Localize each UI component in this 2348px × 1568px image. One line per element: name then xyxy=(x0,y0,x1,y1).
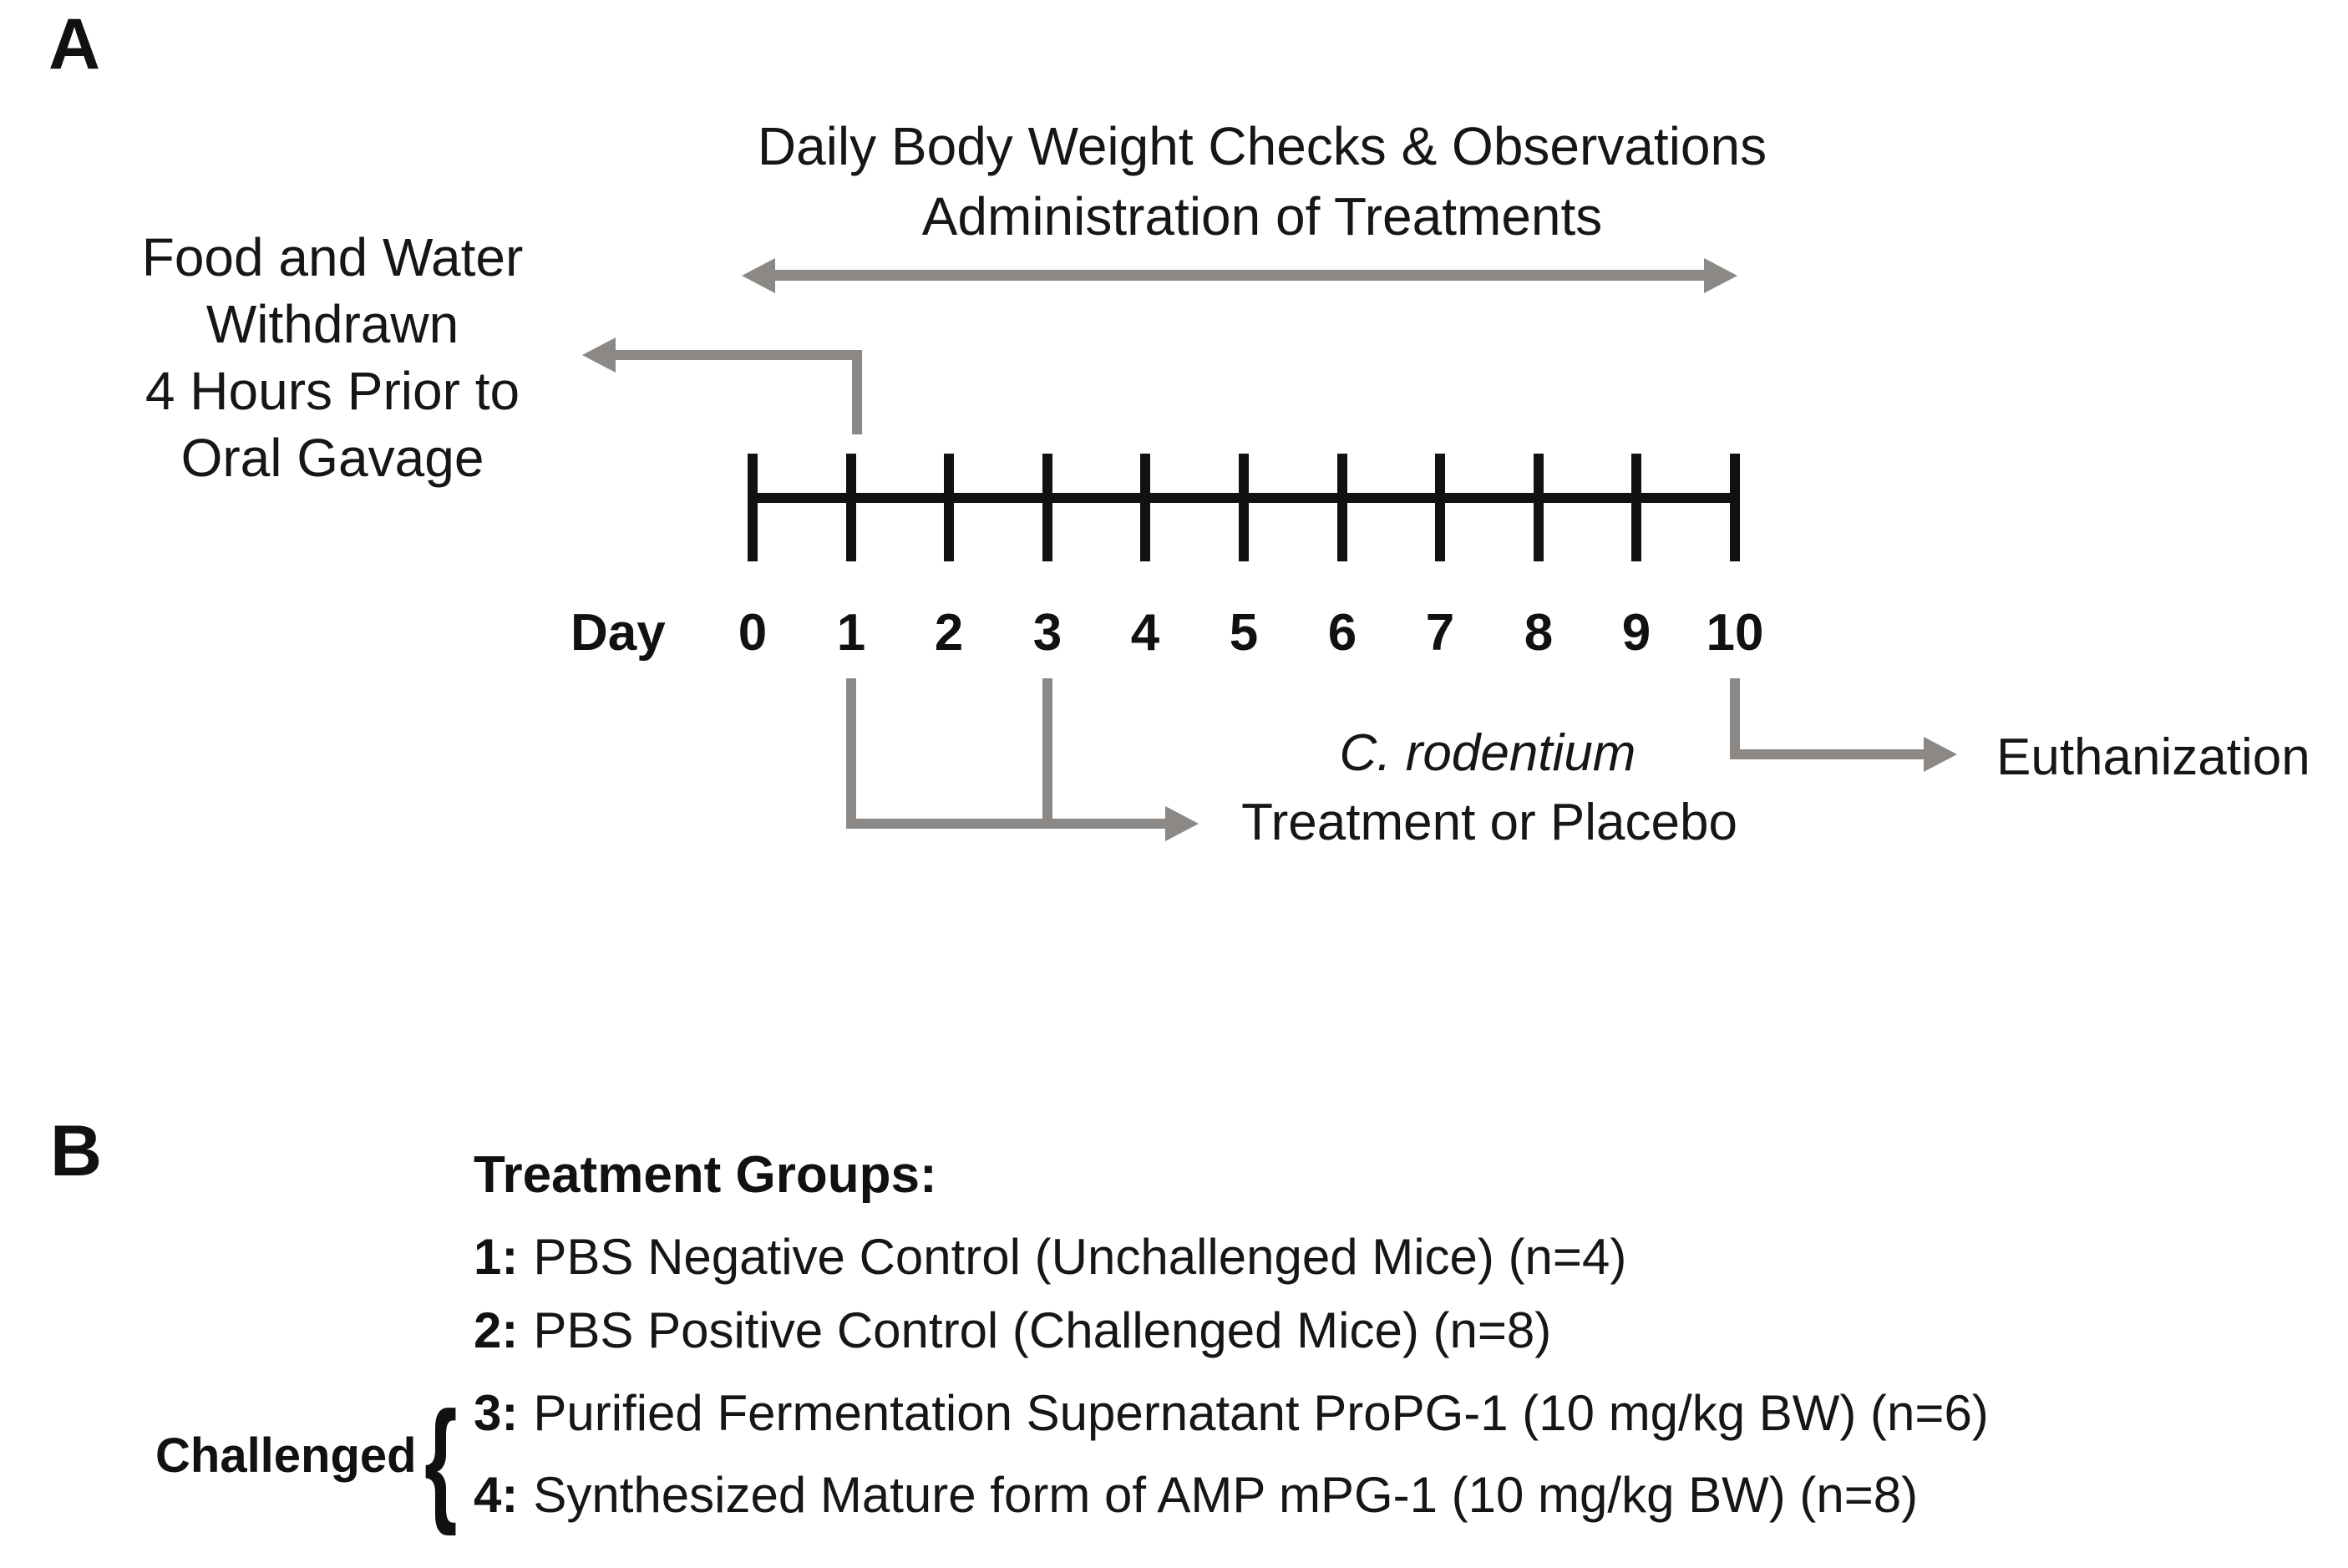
euthanization-arrow-head-icon xyxy=(1924,737,1957,772)
group-4-number: 4: xyxy=(474,1467,519,1523)
panel-a-label: A xyxy=(48,4,101,84)
day-tick-label-5: 5 xyxy=(1229,604,1259,662)
euthanization-connector-drop xyxy=(1730,678,1740,759)
c-rodentium-label: C. rodentium xyxy=(1339,724,1636,782)
day-tick-label-7: 7 xyxy=(1425,604,1455,662)
treatment-connector-day1-drop xyxy=(846,678,856,829)
note-line-1: Food and Water xyxy=(141,227,524,287)
day-tick-label-8: 8 xyxy=(1524,604,1554,662)
caption-line-1: Daily Body Weight Checks & Observations xyxy=(757,116,1767,176)
caption-line-2: Administration of Treatments xyxy=(921,186,1603,246)
treatment-groups-heading: Treatment Groups: xyxy=(474,1146,937,1204)
group-1-number: 1: xyxy=(474,1229,519,1285)
timeline-tick-day0 xyxy=(748,454,758,561)
food-water-arrow-shaft xyxy=(614,350,862,360)
day-tick-label-3: 3 xyxy=(1032,604,1062,662)
food-water-arrow-drop xyxy=(852,350,862,434)
food-water-note: Food and Water Withdrawn 4 Hours Prior t… xyxy=(82,224,583,491)
group-4-text: Synthesized Mature form of AMP mPG-1 (10… xyxy=(533,1467,1919,1523)
panel-b-label: B xyxy=(50,1111,103,1191)
treatment-group-row-1: 1:PBS Negative Control (Unchallenged Mic… xyxy=(474,1230,1626,1285)
timeline-tick-day3 xyxy=(1042,454,1052,561)
study-period-arrow-left-head-icon xyxy=(742,258,775,293)
timeline-tick-day9 xyxy=(1631,454,1641,561)
timeline-tick-day1 xyxy=(846,454,856,561)
day-tick-label-1: 1 xyxy=(836,604,866,662)
timeline-tick-day6 xyxy=(1337,454,1347,561)
day-tick-label-6: 6 xyxy=(1327,604,1357,662)
note-line-4: Oral Gavage xyxy=(180,428,484,488)
study-period-arrow-right-head-icon xyxy=(1704,258,1737,293)
group-3-number: 3: xyxy=(474,1385,519,1441)
day-tick-label-9: 9 xyxy=(1621,604,1651,662)
timeline-tick-day4 xyxy=(1140,454,1150,561)
group-1-text: PBS Negative Control (Unchallenged Mice)… xyxy=(533,1229,1627,1285)
treatment-arrow-head-icon xyxy=(1165,806,1199,841)
challenged-brace-icon: { xyxy=(424,1383,458,1536)
timeline-tick-day7 xyxy=(1435,454,1445,561)
challenged-label: Challenged xyxy=(155,1428,417,1483)
day-tick-label-2: 2 xyxy=(934,604,964,662)
day-tick-label-10: 10 xyxy=(1706,604,1764,662)
timeline-tick-day10 xyxy=(1730,454,1740,561)
day-tick-label-4: 4 xyxy=(1130,604,1160,662)
euthanization-arrow-shaft xyxy=(1730,749,1925,759)
treatment-arrow-shaft xyxy=(846,819,1167,829)
euthanization-label: Euthanization xyxy=(1996,728,2310,786)
group-2-text: PBS Positive Control (Challenged Mice) (… xyxy=(533,1302,1552,1358)
food-water-arrow-head-icon xyxy=(582,337,616,373)
treatment-group-row-4: 4:Synthesized Mature form of AMP mPG-1 (… xyxy=(474,1468,1918,1523)
timeline-tick-day2 xyxy=(944,454,954,561)
group-3-text: Purified Fermentation Supernatant ProPG-… xyxy=(533,1385,1989,1441)
note-line-2: Withdrawn xyxy=(205,294,459,354)
treatment-or-placebo-label: Treatment or Placebo xyxy=(1241,794,1737,851)
timeline-tick-day8 xyxy=(1534,454,1544,561)
timeline-tick-day5 xyxy=(1239,454,1249,561)
daily-checks-caption: Daily Body Weight Checks & Observations … xyxy=(719,111,1805,251)
day-axis-label: Day xyxy=(571,604,666,662)
study-period-arrow-shaft xyxy=(770,270,1707,281)
treatment-connector-day3-drop xyxy=(1042,678,1052,829)
treatment-group-row-3: 3:Purified Fermentation Supernatant ProP… xyxy=(474,1386,1989,1441)
treatment-group-row-2: 2:PBS Positive Control (Challenged Mice)… xyxy=(474,1303,1551,1358)
group-2-number: 2: xyxy=(474,1302,519,1358)
note-line-3: 4 Hours Prior to xyxy=(145,361,520,421)
day-tick-label-0: 0 xyxy=(738,604,768,662)
